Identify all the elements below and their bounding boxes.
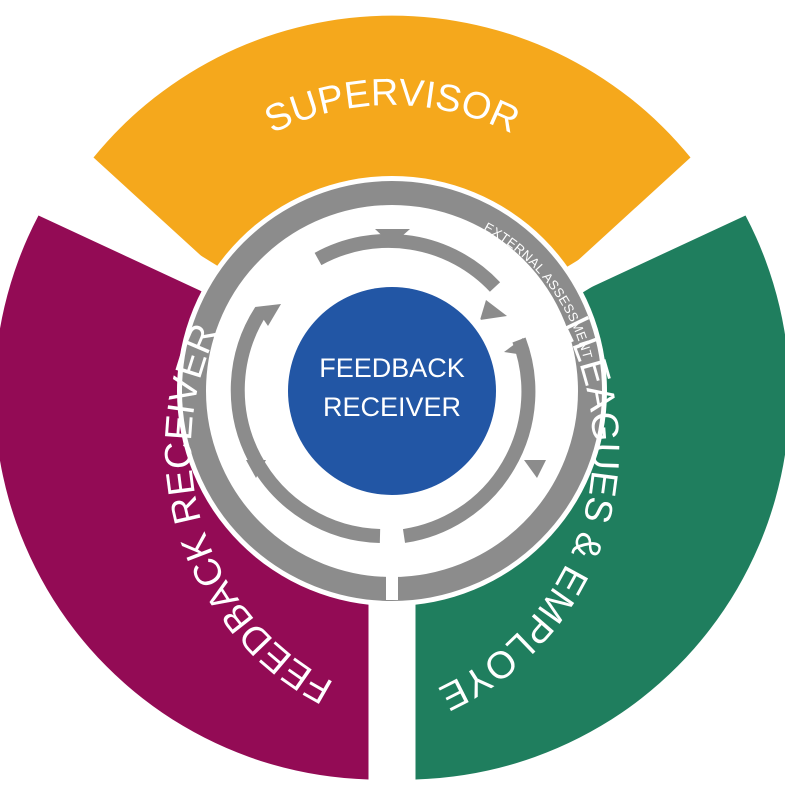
colleagues-segment — [415, 215, 785, 780]
cycle-arrow — [402, 337, 536, 543]
cycle-arrowhead — [504, 338, 531, 356]
cycle-arrowhead — [480, 300, 507, 320]
feedback-receiver-segment — [0, 215, 369, 780]
cycle-arrowhead — [255, 304, 281, 326]
ring-marker — [524, 460, 546, 478]
center-circle — [288, 287, 496, 495]
center-label-line1: FEEDBACK — [319, 353, 465, 383]
ring-marker — [246, 460, 266, 478]
center-label-line2: RECEIVER — [323, 392, 461, 422]
cycle-arrow — [230, 307, 381, 543]
ring-marker — [375, 229, 410, 245]
cycle-arrow — [314, 233, 501, 292]
